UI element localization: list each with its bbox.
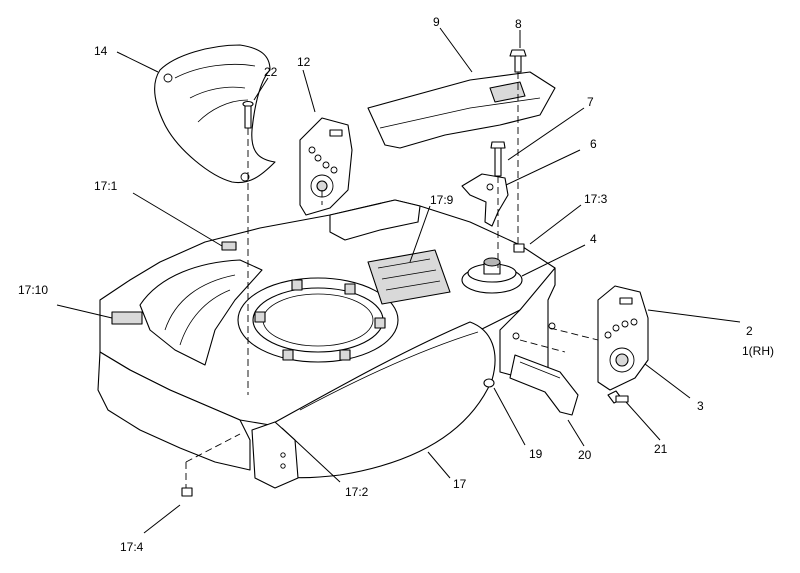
- mower-deck: [97, 199, 556, 489]
- callout-3: 3: [697, 399, 704, 413]
- bracket-6: [461, 173, 509, 227]
- callout-19: 19: [529, 447, 543, 461]
- callout-17-10: 17:10: [18, 283, 48, 297]
- bolt-8: [509, 49, 527, 73]
- height-adjust-plate-2: [597, 285, 649, 391]
- callout-21: 21: [654, 442, 668, 456]
- leader-lines: [56, 27, 741, 534]
- callout-12: 12: [297, 55, 311, 69]
- callout-20: 20: [578, 448, 592, 462]
- height-adjust-plate-12: [299, 117, 353, 216]
- callout-17-9: 17:9: [430, 193, 454, 207]
- bolt-7: [490, 141, 506, 177]
- bolt-22: [242, 100, 254, 129]
- assembly-lines: [185, 72, 599, 488]
- callout-4: 4: [590, 232, 597, 246]
- callout-7: 7: [587, 95, 594, 109]
- callout-22: 22: [264, 65, 278, 79]
- bolt-21: [607, 390, 629, 404]
- callout-9: 9: [433, 15, 440, 29]
- callout-17-1: 17:1: [94, 179, 118, 193]
- nut-17-4: [181, 487, 193, 497]
- callout-8: 8: [515, 17, 522, 31]
- callout-17: 17: [453, 477, 467, 491]
- callout-17-2: 17:2: [345, 485, 369, 499]
- callout-labels: 14 22 12 9 8 7 6 17:3 17:1 17:9 4 17:10 …: [18, 15, 774, 554]
- rear-cover-9: [367, 71, 556, 149]
- nut-17-3: [513, 243, 525, 253]
- callout-17-4: 17:4: [120, 540, 144, 554]
- baffle-20: [509, 354, 579, 416]
- callout-2: 2: [746, 324, 753, 338]
- bushing-19: [483, 378, 495, 388]
- callout-17-3: 17:3: [584, 192, 608, 206]
- deflector-14: [154, 44, 276, 184]
- callout-14: 14: [94, 44, 108, 58]
- callout-6: 6: [590, 137, 597, 151]
- callout-1-rh: 1(RH): [742, 344, 774, 358]
